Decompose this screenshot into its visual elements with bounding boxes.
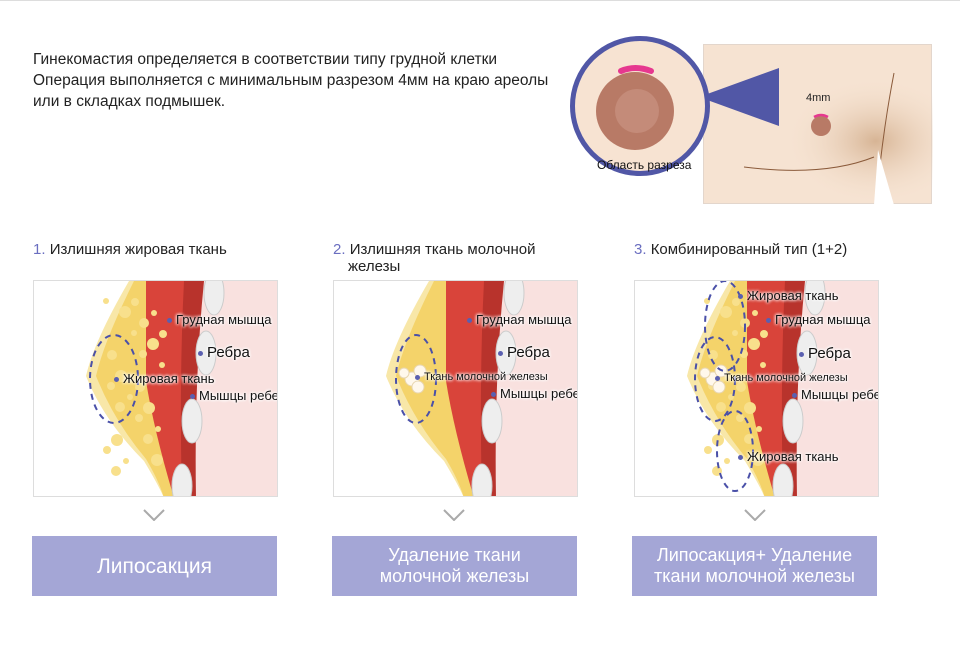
gland-removal-button[interactable]: Удаление ткани молочной железы — [332, 536, 577, 596]
incision-size-label: 4mm — [806, 92, 831, 104]
top-divider — [0, 0, 960, 1]
label-gland: Ткань молочной железы — [715, 372, 848, 384]
type-title: Излишняя жировая ткань — [49, 241, 227, 258]
chevron-down-icon — [443, 509, 465, 521]
type-title: Излишняя ткань молочной железы — [348, 241, 536, 275]
incision-zoom-circle — [570, 36, 710, 176]
label-gland: Ткань молочной железы — [415, 371, 548, 383]
label-muscle: Грудная мышца — [167, 312, 272, 327]
type-2-title: 2. Излишняя ткань молочной железы — [333, 241, 573, 275]
chevron-down-icon — [143, 509, 165, 521]
label-intercostal: Мышцы ребер — [190, 388, 277, 403]
label-ribs: Ребра — [799, 345, 851, 362]
label-muscle: Грудная мышца — [766, 312, 871, 327]
label-ribs: Ребра — [498, 344, 550, 361]
label-fat-top: Жировая ткань — [738, 288, 838, 303]
chevron-down-icon — [744, 509, 766, 521]
type-title: Комбинированный тип (1+2) — [650, 241, 848, 258]
label-ribs: Ребра — [198, 344, 250, 361]
zoom-pointer — [699, 68, 779, 126]
incision-area-label: Область разреза — [597, 158, 692, 172]
diagram-gland-type: Грудная мышца Ребра Ткань молочной желез… — [333, 280, 578, 497]
liposuction-button[interactable]: Липосакция — [32, 536, 277, 596]
type-3-title: 3. Комбинированный тип (1+2) — [634, 241, 894, 258]
label-muscle: Грудная мышца — [467, 312, 572, 327]
diagram-combined-type: Жировая ткань Грудная мышца Ребра Ткань … — [634, 280, 879, 497]
anatomy-illustration — [86, 281, 277, 496]
type-number: 3. — [634, 241, 647, 258]
label-fat-bottom: Жировая ткань — [738, 449, 838, 464]
label-intercostal: Мышцы ребер — [792, 387, 878, 402]
label-intercostal: Мышцы ребер — [491, 386, 577, 401]
anatomy-illustration — [386, 281, 577, 496]
anatomy-illustration — [687, 281, 878, 496]
type-number: 1. — [33, 241, 46, 258]
diagram-fat-type: Грудная мышца Ребра Жировая ткань Мышцы … — [33, 280, 278, 497]
label-fat: Жировая ткань — [114, 371, 214, 386]
combined-procedure-button[interactable]: Липосакция+ Удаление ткани молочной желе… — [632, 536, 877, 596]
intro-text: Гинекомастия определяется в соответствии… — [33, 51, 549, 110]
type-number: 2. — [333, 241, 346, 258]
type-1-title: 1. Излишняя жировая ткань — [33, 241, 273, 258]
